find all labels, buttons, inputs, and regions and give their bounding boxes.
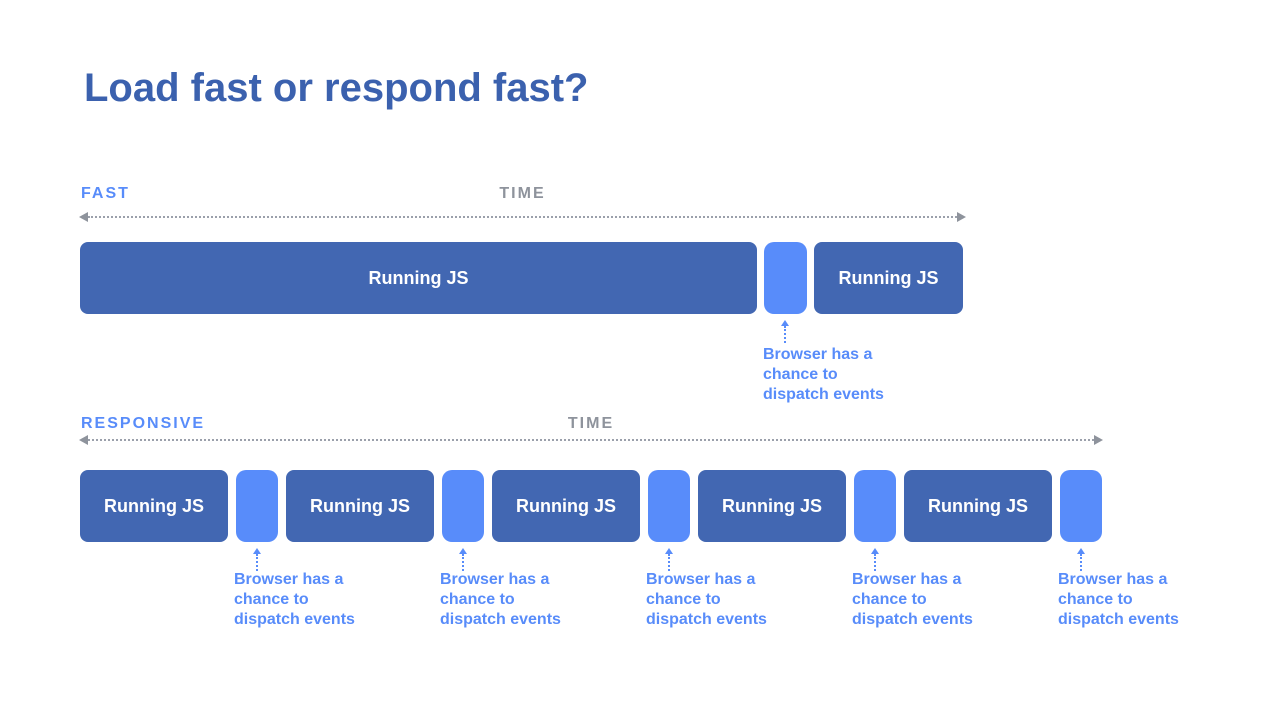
responsive-running-js-bar-5: Running JS	[904, 470, 1052, 542]
responsive-event-gap-4	[854, 470, 896, 542]
fast-running-js-bar-2: Running JS	[814, 242, 963, 314]
responsive-running-js-bar-1: Running JS	[80, 470, 228, 542]
slide-title: Load fast or respond fast?	[84, 66, 589, 110]
responsive-gap-annotation-3: Browser has a chance to dispatch events	[646, 571, 767, 628]
responsive-annotation-up-arrow-icon-3	[664, 548, 674, 572]
responsive-gap-annotation-1: Browser has a chance to dispatch events	[234, 571, 355, 628]
fast-timeline-right-arrow-icon	[957, 212, 966, 222]
responsive-timeline-right-arrow-icon	[1094, 435, 1103, 445]
fast-running-js-bar-1: Running JS	[80, 242, 757, 314]
responsive-timeline-left-arrow-icon	[79, 435, 88, 445]
responsive-running-js-bar-3: Running JS	[492, 470, 640, 542]
fast-timeline-axis	[88, 216, 957, 218]
responsive-event-gap-2	[442, 470, 484, 542]
responsive-event-gap-5	[1060, 470, 1102, 542]
fast-timeline-left-arrow-icon	[79, 212, 88, 222]
responsive-running-js-bar-4: Running JS	[698, 470, 846, 542]
responsive-annotation-up-arrow-icon-4	[870, 548, 880, 572]
responsive-gap-annotation-2: Browser has a chance to dispatch events	[440, 571, 561, 628]
fast-section-label: FAST	[81, 185, 130, 202]
responsive-event-gap-3	[648, 470, 690, 542]
responsive-section-label: RESPONSIVE	[81, 415, 206, 432]
responsive-annotation-up-arrow-icon-5	[1076, 548, 1086, 572]
responsive-gap-annotation-4: Browser has a chance to dispatch events	[852, 571, 973, 628]
responsive-timeline-axis	[88, 439, 1094, 441]
fast-event-gap	[764, 242, 807, 314]
responsive-annotation-up-arrow-icon-2	[458, 548, 468, 572]
fast-gap-annotation: Browser has a chance to dispatch events	[763, 346, 884, 403]
responsive-event-gap-1	[236, 470, 278, 542]
responsive-time-label: TIME	[567, 415, 615, 432]
responsive-running-js-bar-2: Running JS	[286, 470, 434, 542]
responsive-gap-annotation-5: Browser has a chance to dispatch events	[1058, 571, 1179, 628]
fast-time-label: TIME	[499, 185, 546, 202]
fast-annotation-up-arrow-icon	[780, 320, 790, 344]
responsive-annotation-up-arrow-icon-1	[252, 548, 262, 572]
